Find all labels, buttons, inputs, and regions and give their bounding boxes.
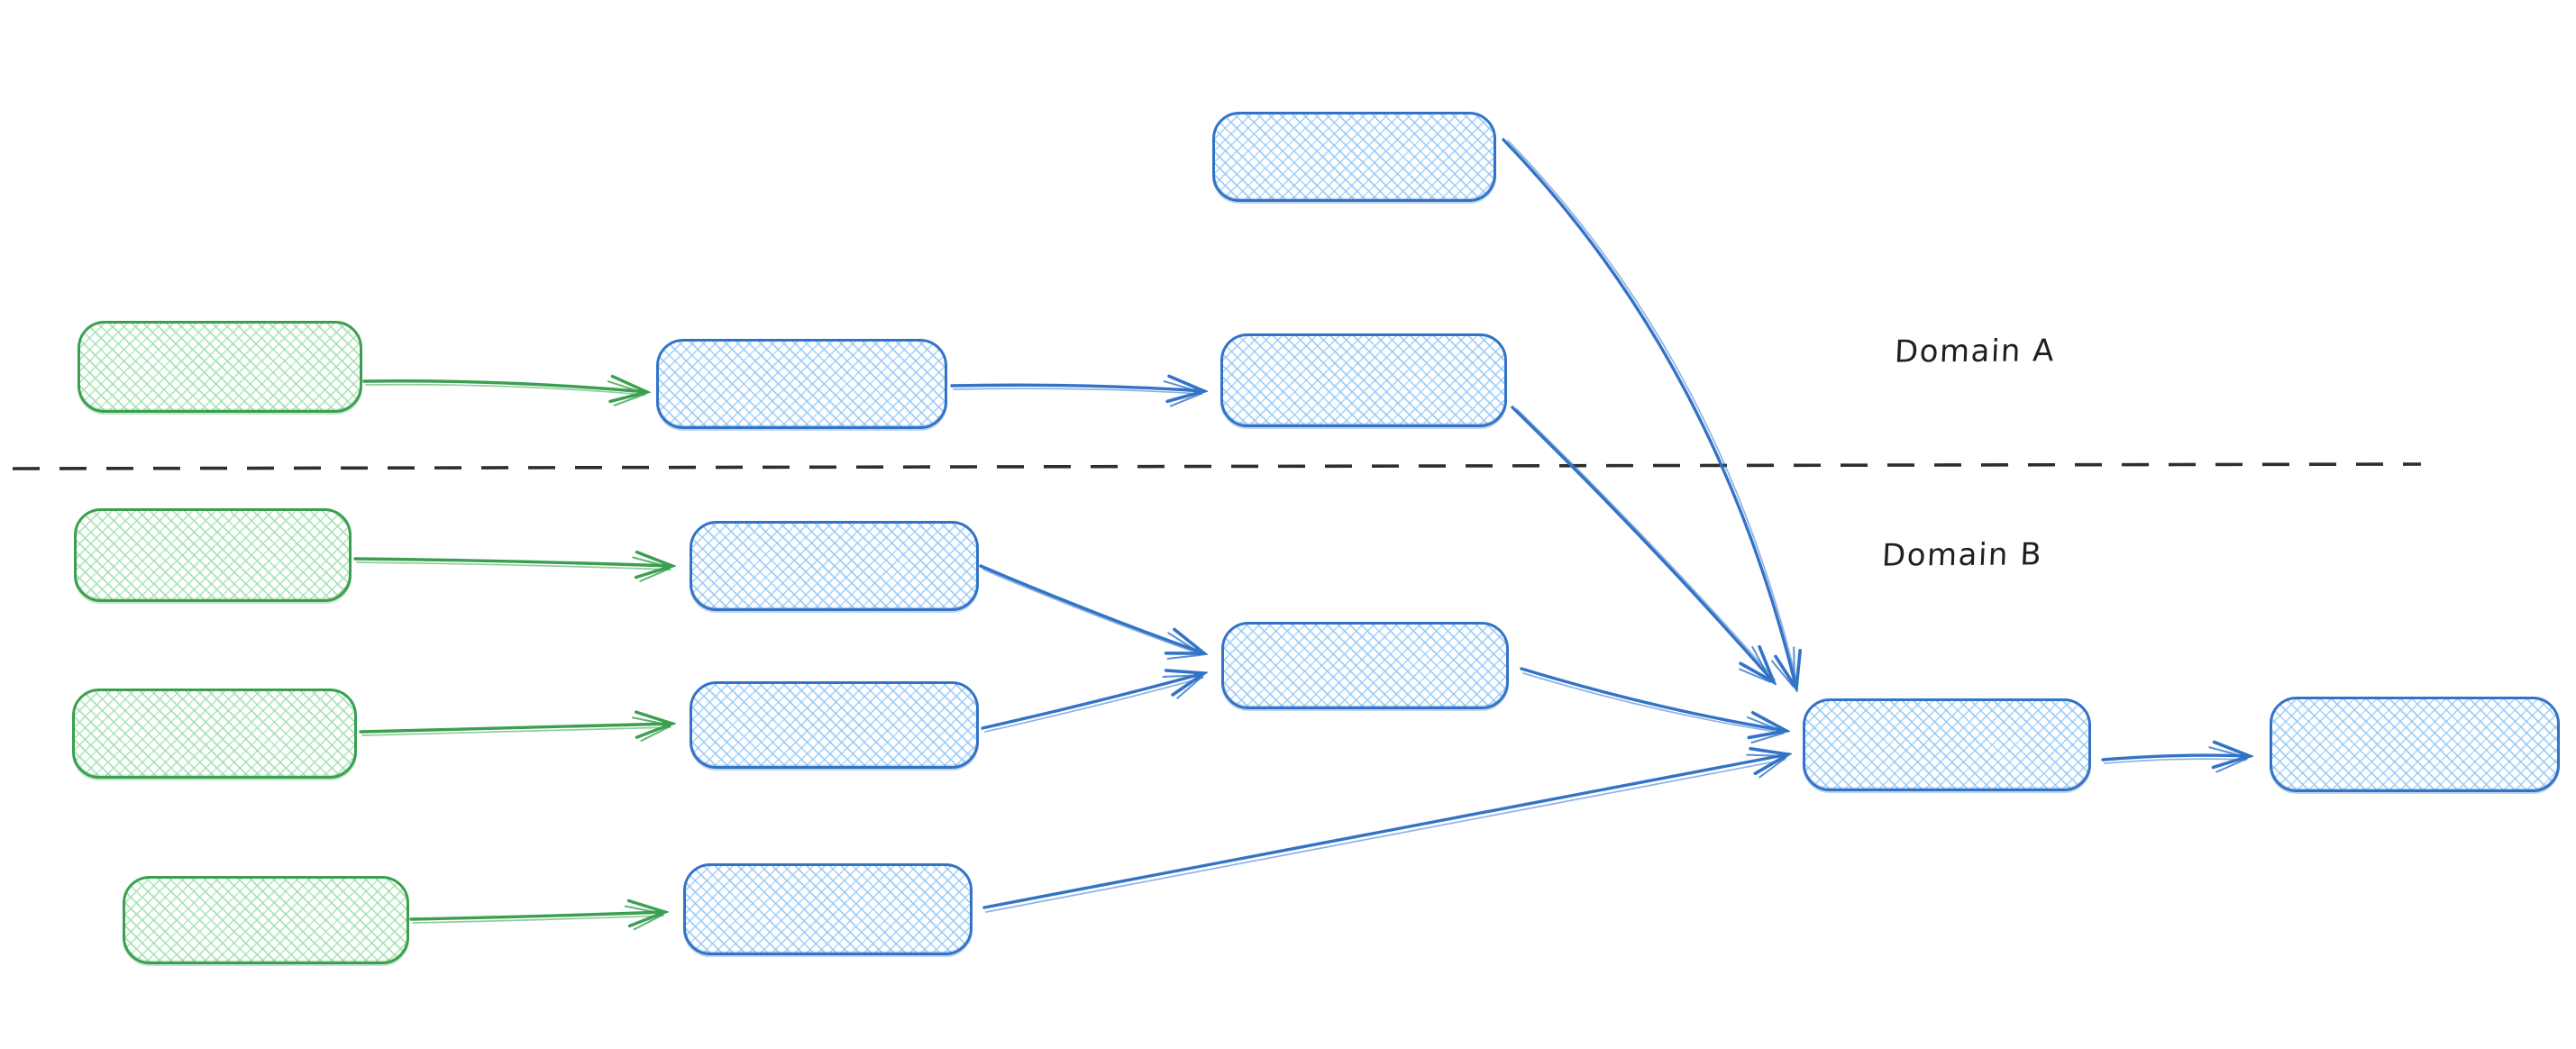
edge-stage-a-1-to-stage-a-2[interactable] (950, 385, 1204, 391)
sketch-stroke (984, 677, 1204, 733)
node-stage-a-2[interactable] (1220, 333, 1507, 427)
domain-a-label[interactable]: Domain A (1894, 333, 2056, 370)
node-stage-b-1[interactable] (690, 521, 979, 611)
edge-source-b-1-to-stage-b-1[interactable] (353, 559, 672, 566)
edge-source-a-to-stage-a-1[interactable] (362, 381, 647, 392)
edge-source-b-2-to-stage-b-2[interactable] (359, 724, 672, 732)
sketch-stroke (985, 759, 1786, 913)
node-output[interactable] (2270, 697, 2560, 792)
sketch-stroke (1507, 140, 1798, 685)
node-stage-a-1[interactable] (656, 339, 947, 429)
edge-input-top-to-merge[interactable] (1502, 138, 1796, 689)
node-merge[interactable] (1803, 698, 2091, 791)
node-source-a[interactable] (78, 321, 362, 413)
sketch-stroke (1516, 408, 1776, 680)
node-stage-b-2[interactable] (690, 681, 979, 769)
edge-stage-b-1-to-aggregator-b[interactable] (979, 564, 1204, 653)
node-source-b-3[interactable] (123, 876, 409, 964)
sketch-stroke (361, 726, 671, 736)
node-source-b-2[interactable] (72, 689, 357, 779)
edge-aggregator-b-to-merge[interactable] (1520, 667, 1786, 731)
sketch-stroke (356, 561, 671, 570)
node-aggregator-b[interactable] (1221, 622, 1509, 709)
domain-b-label[interactable]: Domain B (1881, 536, 2044, 574)
edge-stage-b-2-to-aggregator-b[interactable] (981, 673, 1204, 730)
domain-divider-line[interactable] (12, 462, 2422, 470)
node-source-b-1[interactable] (74, 508, 352, 602)
node-input-top[interactable] (1212, 112, 1496, 202)
edge-merge-to-output[interactable] (2101, 755, 2250, 760)
edge-stage-b-3-to-merge[interactable] (982, 754, 1788, 909)
edge-stage-a-2-to-merge[interactable] (1511, 406, 1774, 682)
sketch-stroke (2104, 758, 2247, 764)
edge-source-b-3-to-stage-b-3[interactable] (409, 912, 665, 919)
node-stage-b-3[interactable] (683, 863, 973, 955)
